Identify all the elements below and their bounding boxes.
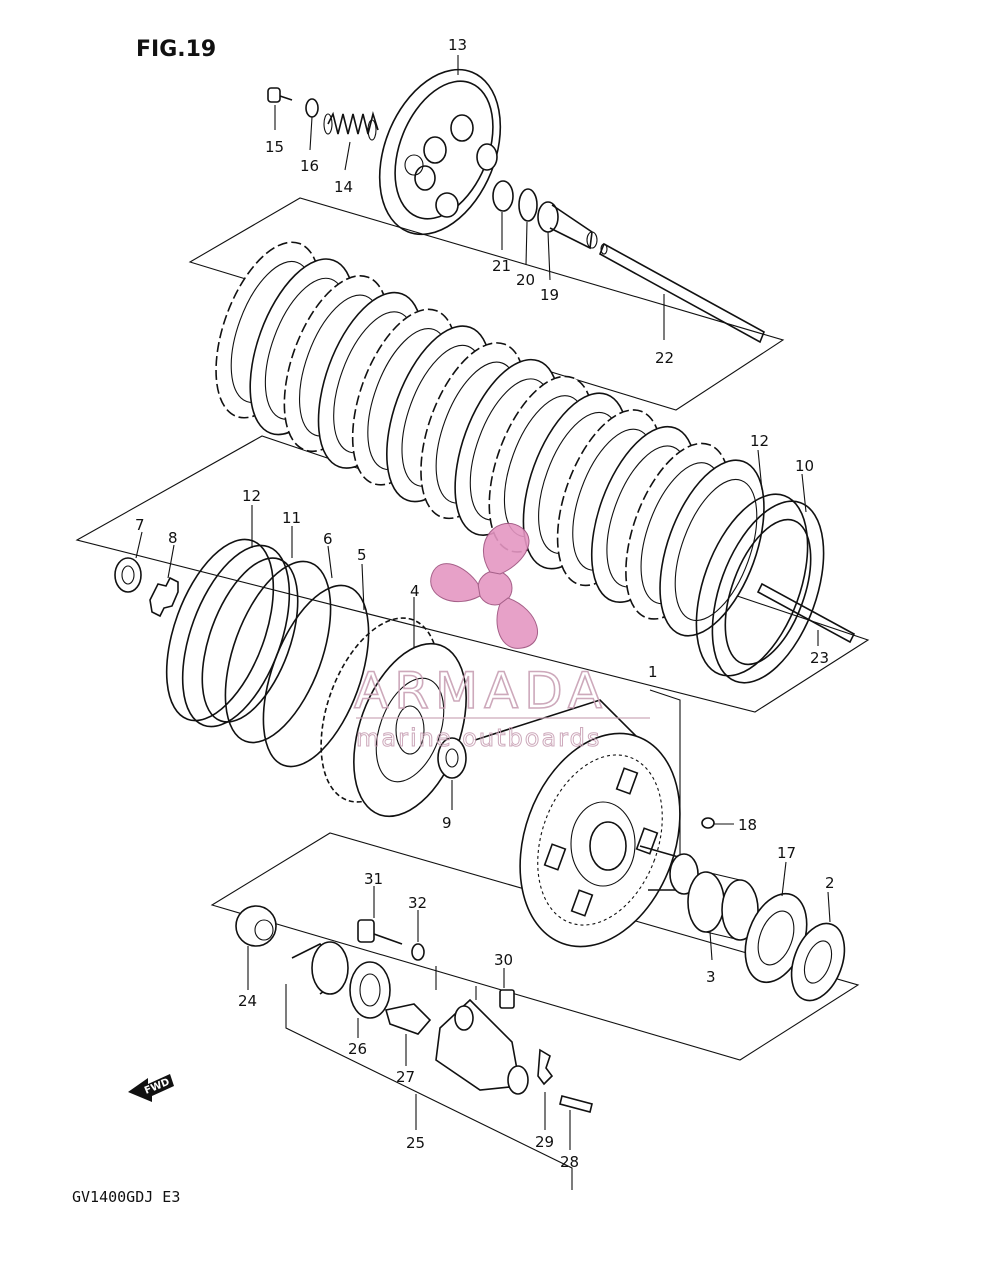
release-rod-19 [537, 201, 598, 250]
needle-bearing-3 [687, 871, 759, 941]
plates-12-10 [695, 493, 825, 684]
part-label-22: 22 [655, 349, 674, 367]
part-label-14: 14 [334, 178, 353, 196]
washer-2 [790, 922, 846, 1002]
pressure-plate-13 [378, 68, 502, 236]
part-label-10: 10 [795, 457, 814, 475]
watermark: ARMADA marine outboards [353, 522, 650, 753]
clutch-housing-1 [474, 699, 681, 948]
piston-25a [291, 941, 349, 995]
bolt-31 [357, 919, 403, 945]
part-label-17: 17 [777, 844, 796, 862]
ring-5 [262, 584, 370, 768]
part-label-29: 29 [535, 1133, 554, 1151]
watermark-brand: ARMADA [354, 662, 608, 720]
clutch-plate [659, 459, 765, 637]
part-label-18: 18 [738, 816, 757, 834]
part-label-25: 25 [406, 1134, 425, 1152]
spring-6 [224, 560, 332, 744]
part-label-31: 31 [364, 870, 383, 888]
part-label-4: 4 [410, 582, 420, 600]
figure-title: FIG.19 [136, 37, 216, 62]
part-label-1: 1 [648, 663, 658, 681]
washer-9 [437, 737, 467, 779]
boot-27 [384, 1003, 432, 1035]
spring-14 [323, 111, 379, 141]
bolt-15 [267, 87, 293, 103]
dowel-30 [499, 989, 515, 1009]
clutch-hub-4 [320, 617, 467, 818]
part-label-11: 11 [282, 509, 301, 527]
part-label-7: 7 [135, 516, 145, 534]
rod-23 [756, 582, 856, 644]
bleeder-28 [559, 1095, 593, 1113]
washer-8 [149, 576, 179, 618]
gear-17 [744, 892, 808, 984]
part-label-16: 16 [300, 157, 319, 175]
nut-7 [114, 557, 142, 593]
part-label-12a: 12 [242, 487, 261, 505]
part-label-2: 2 [825, 874, 835, 892]
part-labels: 1 2 3 4 5 6 7 8 9 10 11 12 12 13 14 15 1… [135, 36, 835, 1171]
part-label-9: 9 [442, 814, 452, 832]
bleeder-cap-29 [537, 1048, 554, 1086]
clutch-plate-stack [215, 241, 765, 637]
part-label-26: 26 [348, 1040, 367, 1058]
washer-21 [492, 180, 514, 212]
part-label-24: 24 [238, 992, 257, 1010]
part-label-32: 32 [408, 894, 427, 912]
clutch-group-box [75, 435, 870, 713]
part-label-13: 13 [448, 36, 467, 54]
part-label-27: 27 [396, 1068, 415, 1086]
part-label-30: 30 [494, 951, 513, 969]
cap-24 [235, 905, 277, 947]
cylinder-bracket [285, 984, 573, 1190]
watermark-tagline: marine outboards [356, 724, 601, 752]
model-code: GV1400GDJ E3 [72, 1188, 180, 1206]
seal-26 [349, 961, 391, 1019]
release-group-box [210, 832, 860, 1061]
propeller-logo-icon [430, 522, 539, 649]
pin-18 [701, 817, 715, 829]
cylinder-body-25 [435, 998, 529, 1095]
plates-12-11 [165, 538, 299, 728]
washer-32 [411, 943, 425, 961]
part-label-23: 23 [810, 649, 829, 667]
part-label-5: 5 [357, 546, 367, 564]
part-label-8: 8 [168, 529, 178, 547]
part-label-3: 3 [706, 968, 716, 986]
part-label-21: 21 [492, 257, 511, 275]
part-label-15: 15 [265, 138, 284, 156]
part-label-20: 20 [516, 271, 535, 289]
push-rod-22 [598, 242, 766, 344]
part-label-28: 28 [560, 1153, 579, 1171]
part-label-6: 6 [323, 530, 333, 548]
washer-16 [305, 98, 319, 118]
part-label-19: 19 [540, 286, 559, 304]
part-label-12b: 12 [750, 432, 769, 450]
fwd-arrow-icon: FWD [128, 1074, 174, 1102]
bearing-20 [518, 188, 538, 222]
